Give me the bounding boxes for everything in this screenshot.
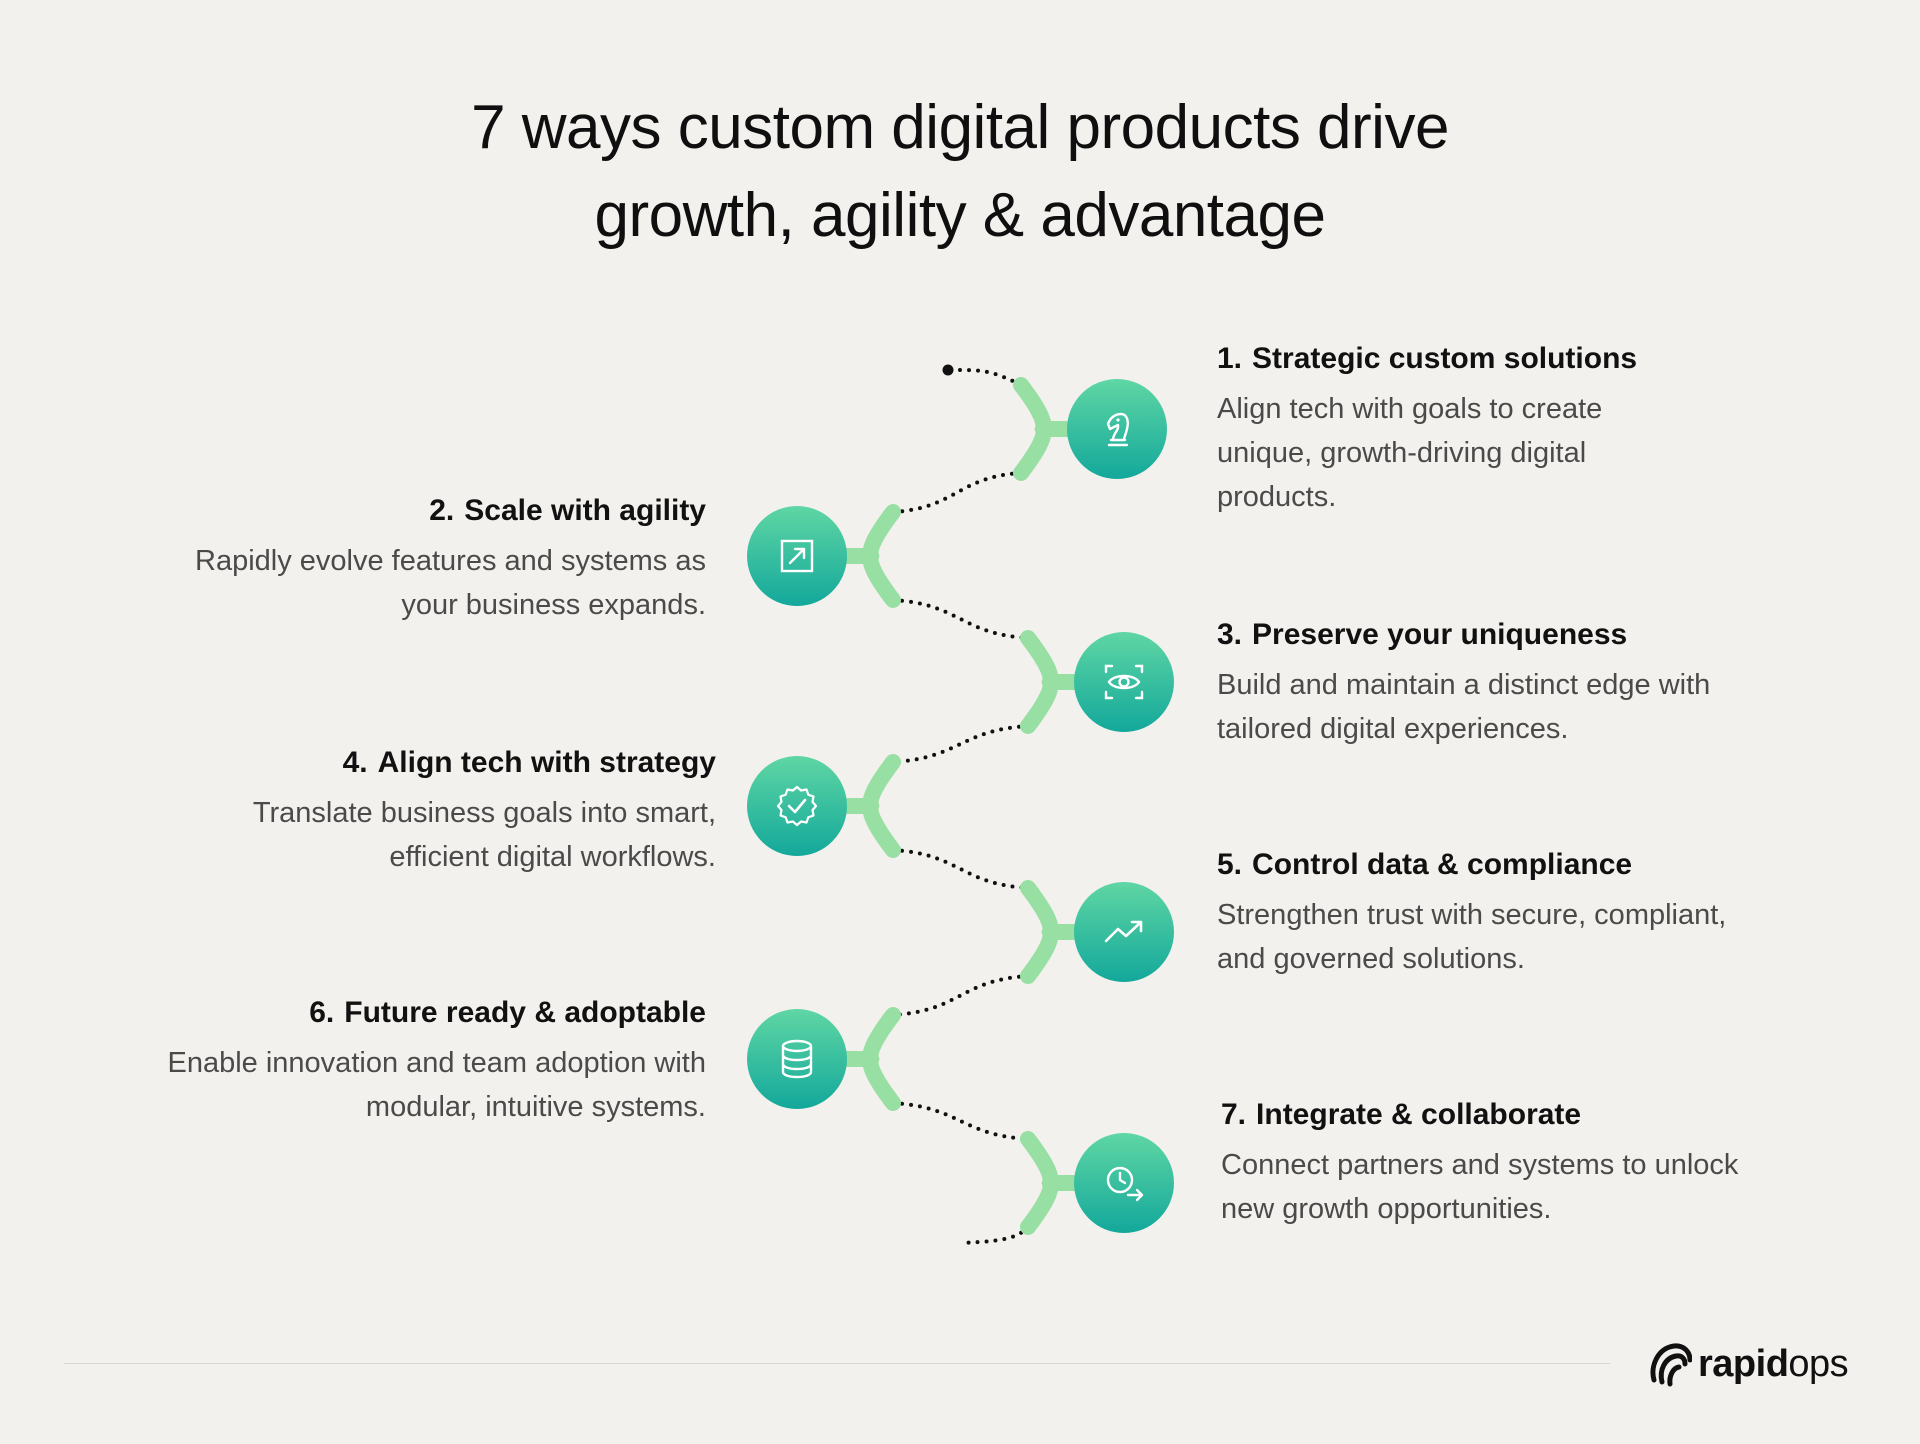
node-5 [1074,882,1174,982]
node-3 [1074,632,1174,732]
item-2-title-text: Scale with agility [464,494,706,527]
connector-3-4 [891,724,1030,764]
path-start-dot [942,364,954,376]
item-6: 6. Future ready & adoptable Enable innova… [86,993,707,1129]
item-2-description: Rapidly evolve features and systems as y… [195,545,706,621]
verified-badge-icon [776,785,818,827]
item-2-number: 2. [429,494,455,527]
node-circle-3 [1074,632,1174,732]
item-4-title: 4. Align tech with strategy [156,743,716,783]
branch-shapes [829,377,1092,1235]
item-6-title-text: Future ready & adoptable [344,996,706,1029]
item-6-title: 6. Future ready & adoptable [86,993,706,1033]
brand-name-light: ops [1788,1342,1849,1385]
item-7-title-text: Integrate & collaborate [1256,1098,1582,1131]
item-2-title: 2. Scale with agility [146,491,706,531]
node-7 [1074,1133,1174,1233]
item-6-number: 6. [309,996,335,1029]
brand-name-bold: rapid [1698,1342,1789,1385]
connector-5-6 [891,974,1030,1017]
dotted-connectors [891,364,1030,1245]
connector-start [958,368,1023,387]
clock-arrow-icon [1106,1166,1144,1202]
title-line-1: 7 ways custom digital products drive [471,93,1449,162]
node-6 [747,1009,847,1109]
item-7: 7. Integrate & collaborate Connect partne… [1221,1095,1781,1231]
connector-end [960,1225,1030,1245]
footer-divider [64,1363,1610,1364]
arrow-up-right-box-icon [780,539,814,573]
node-4 [747,756,847,856]
connector-4-5 [891,848,1030,890]
item-7-title: 7. Integrate & collaborate [1221,1095,1781,1135]
item-7-description: Connect partners and systems to unlock n… [1221,1149,1739,1225]
node-circle-5 [1074,882,1174,982]
item-3-title-text: Preserve your uniqueness [1252,618,1628,651]
item-1-title-text: Strategic custom solutions [1252,342,1638,375]
item-1: 1. Strategic custom solutions Align tech … [1217,339,1777,519]
item-1-title: 1. Strategic custom solutions [1217,339,1777,379]
trending-up-icon [1104,920,1143,943]
node-1 [1067,379,1167,479]
connector-1-2 [891,471,1023,514]
item-1-number: 1. [1217,342,1243,375]
item-3-number: 3. [1217,618,1243,651]
chess-knight-icon [1106,412,1129,447]
page-title: 7 ways custom digital products drive gro… [0,84,1920,260]
item-4-description: Translate business goals into smart, eff… [252,797,716,873]
item-4: 4. Align tech with strategy Translate bus… [156,743,716,879]
icon-nodes [747,379,1174,1233]
item-5-title: 5. Control data & compliance [1217,845,1777,885]
node-2 [747,506,847,606]
item-3-title: 3. Preserve your uniqueness [1217,615,1777,655]
item-3: 3. Preserve your uniqueness Build and mai… [1217,615,1777,751]
title-line-2: growth, agility & advantage [594,181,1326,250]
item-4-number: 4. [342,746,368,779]
item-6-description: Enable innovation and team adoption with… [167,1047,707,1123]
item-7-number: 7. [1221,1098,1247,1131]
item-2: 2. Scale with agility Rapidly evolve feat… [146,491,706,627]
connector-6-7 [891,1101,1030,1141]
brand-logo: rapidops [1648,1337,1849,1391]
database-icon [781,1039,813,1079]
connector-2-3 [891,598,1030,640]
item-5-description: Strengthen trust with secure, compliant,… [1217,899,1727,975]
item-3-description: Build and maintain a distinct edge with … [1217,669,1711,745]
rapidops-logo-icon [1650,1343,1692,1387]
brand-name: rapidops [1698,1342,1849,1386]
eye-scan-icon [1104,664,1144,700]
item-5-title-text: Control data & compliance [1252,848,1633,881]
node-circle-4 [747,756,847,856]
item-5-number: 5. [1217,848,1243,881]
item-1-description: Align tech with goals to create unique, … [1217,393,1603,513]
item-5: 5. Control data & compliance Strengthen t… [1217,845,1777,981]
item-4-title-text: Align tech with strategy [377,746,716,779]
